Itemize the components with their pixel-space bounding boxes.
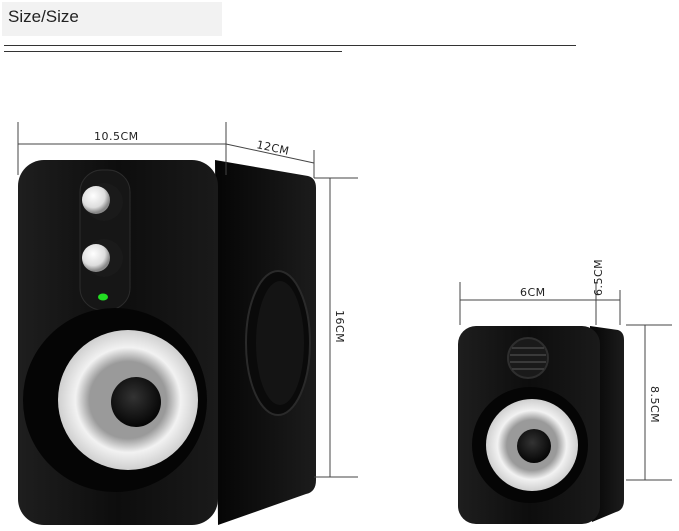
main-dimension-lines xyxy=(17,122,358,478)
divider-line-short xyxy=(4,51,342,52)
small-dimension-lines xyxy=(459,282,672,481)
page-title: Size/Size xyxy=(8,7,79,26)
header-banner: Size/Size xyxy=(2,2,222,36)
small-height-label: 8.5CM xyxy=(648,386,661,423)
main-depth-label: 12CM xyxy=(255,138,290,158)
passive-radiator-inner xyxy=(256,281,304,405)
divider-line xyxy=(4,45,576,46)
small-depth-label: 6.5CM xyxy=(592,259,605,296)
volume-knob xyxy=(82,186,110,214)
power-led xyxy=(98,293,108,301)
main-height-label: 16CM xyxy=(333,310,346,343)
main-speaker xyxy=(18,160,316,525)
woofer-dust-cap xyxy=(111,377,161,427)
tweeter-grille-bars xyxy=(510,347,546,370)
main-width-label: 10.5CM xyxy=(94,130,139,143)
bass-knob xyxy=(82,244,110,272)
small-speaker xyxy=(458,326,624,524)
tweeter-grille xyxy=(507,337,549,379)
small-width-label: 6CM xyxy=(520,286,546,299)
small-woofer-dust-cap xyxy=(517,429,551,463)
